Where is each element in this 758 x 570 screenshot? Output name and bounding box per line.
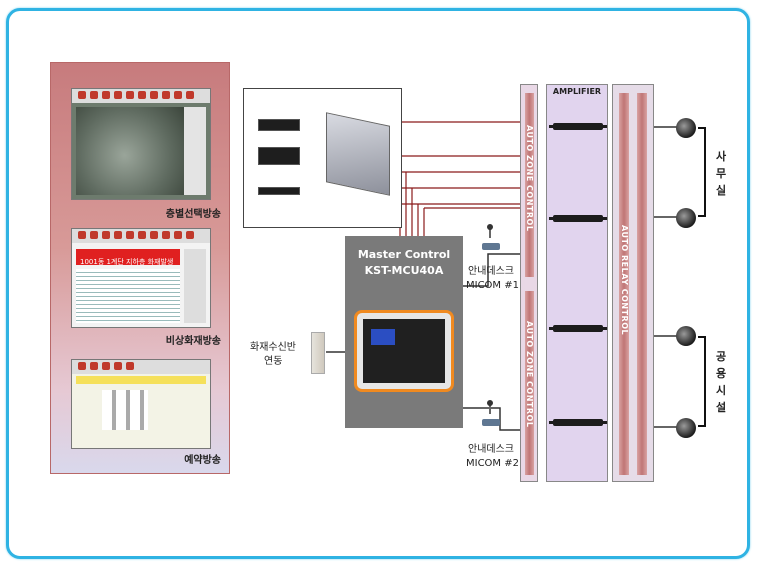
rack-device	[258, 147, 300, 165]
master-control-title: Master Control	[357, 248, 451, 261]
amplifier-board: AMPLIFIER	[546, 84, 608, 482]
amplifier-label: AMPLIFIER	[552, 87, 602, 96]
fire-alert-banner: 1001동 1계단 지하층 화재발생	[76, 249, 180, 266]
auto-relay-control-board: AUTO RELAY CONTROL	[612, 84, 654, 482]
scheduled-broadcast-screenshot	[71, 359, 211, 449]
rack-device	[258, 119, 300, 131]
fire-broadcast-screenshot: 1001동 1계단 지하층 화재발생	[71, 228, 211, 328]
azc-label-top: AUTO ZONE CONTROL	[525, 125, 534, 232]
speaker-icon	[676, 418, 696, 438]
micom1-label-2: MICOM #1	[466, 280, 519, 291]
desk-microphone-icon	[482, 400, 500, 426]
zone-bracket-office	[698, 127, 706, 217]
audio-equipment-box	[243, 88, 402, 228]
audio-mixer	[326, 112, 390, 196]
micom2-label-1: 안내데스크	[468, 444, 514, 455]
master-control-unit: Master Control KST-MCU40A	[345, 236, 463, 428]
software-screens-panel: 층별선택방송 1001동 1계단 지하층 화재발생 비상화재방송 예약방송	[50, 62, 230, 474]
fire-panel-label-2: 연동	[264, 356, 283, 367]
zone-bracket-public	[698, 336, 706, 427]
toolbar	[72, 89, 210, 103]
toolbar	[72, 360, 210, 374]
schedule-columns	[102, 390, 148, 430]
side-panel	[184, 249, 206, 323]
speaker-icon	[676, 208, 696, 228]
label-fire-broadcast: 비상화재방송	[165, 336, 221, 347]
label-scheduled-broadcast: 예약방송	[184, 455, 221, 466]
desk-microphone-icon	[482, 224, 500, 250]
floor-select-screenshot	[71, 88, 211, 200]
event-list	[76, 269, 180, 323]
speaker-icon	[676, 118, 696, 138]
auto-zone-control-board: AUTO ZONE CONTROL AUTO ZONE CONTROL	[520, 84, 538, 482]
master-control-model: KST-MCU40A	[364, 264, 444, 277]
fire-panel-label-1: 화재수신반	[250, 342, 296, 353]
lcd-screen	[371, 329, 395, 345]
building-map-image	[76, 107, 184, 195]
amplifier-unit	[549, 325, 607, 332]
side-panel	[184, 107, 206, 195]
master-control-device	[354, 310, 454, 392]
amplifier-unit	[549, 123, 607, 130]
amplifier-unit	[549, 215, 607, 222]
toolbar	[72, 229, 210, 243]
rack-device	[258, 187, 300, 195]
relay-label: AUTO RELAY CONTROL	[620, 225, 629, 336]
micom2-label-2: MICOM #2	[466, 458, 519, 469]
azc-label-bottom: AUTO ZONE CONTROL	[525, 321, 534, 428]
label-floor-select: 층별선택방송	[165, 209, 221, 220]
header-bar	[76, 376, 206, 384]
micom1-label-1: 안내데스크	[468, 266, 514, 277]
amplifier-unit	[549, 419, 607, 426]
fire-receiver-panel	[311, 332, 325, 374]
speaker-icon	[676, 326, 696, 346]
